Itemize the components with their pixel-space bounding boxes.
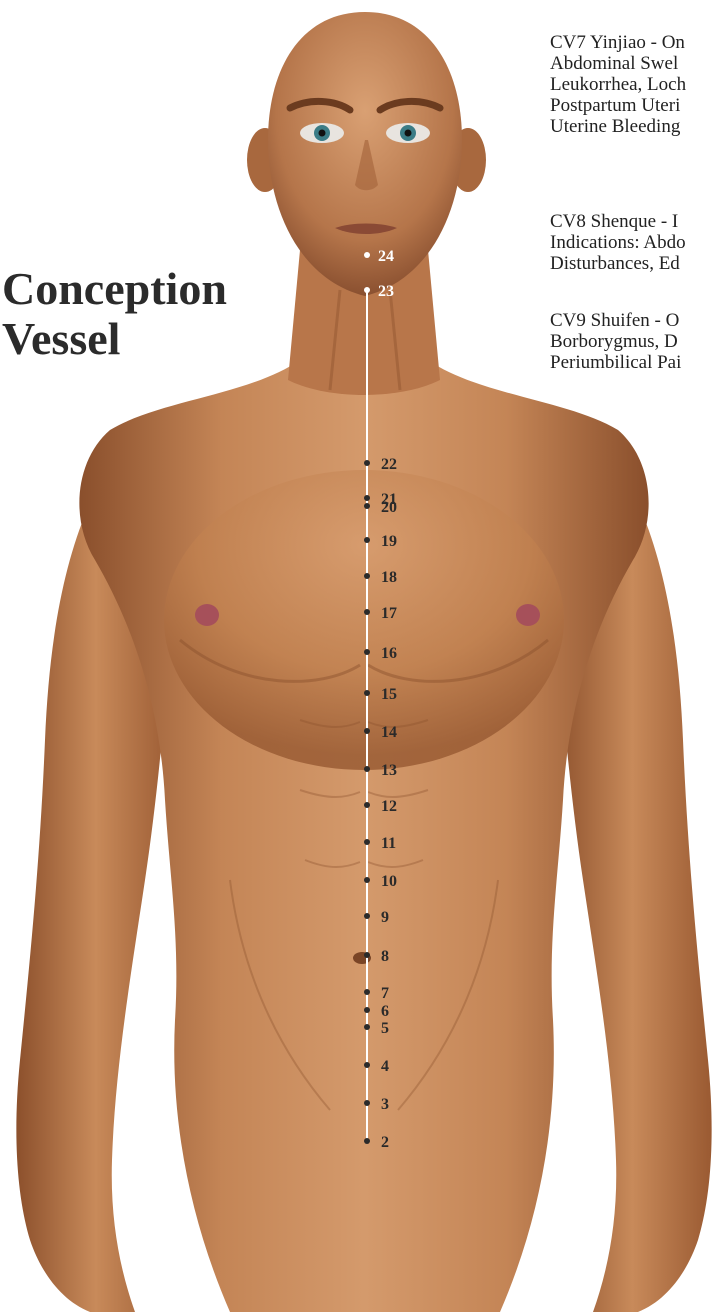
acupoint-cv13 [364, 766, 370, 772]
acupoint-label-cv11: 11 [381, 835, 396, 852]
left-nipple [195, 604, 219, 626]
acupoint-cv3 [364, 1100, 370, 1106]
acupoint-label-cv8: 8 [381, 948, 389, 965]
acupoint-cv22 [364, 460, 370, 466]
acupoint-cv11 [364, 839, 370, 845]
acupoint-cv12 [364, 802, 370, 808]
acupoint-cv10 [364, 877, 370, 883]
acupoint-label-cv14: 14 [381, 724, 397, 741]
acupoint-label-cv3: 3 [381, 1096, 389, 1113]
acupoint-label-cv12: 12 [381, 798, 397, 815]
acupoint-label-cv19: 19 [381, 533, 397, 550]
title-line-2: Vessel [2, 313, 120, 364]
acupoint-label-cv5: 5 [381, 1020, 389, 1037]
acupoint-label-cv15: 15 [381, 686, 397, 703]
acupoint-cv9 [364, 913, 370, 919]
acupoint-cv7 [364, 989, 370, 995]
description-cv9: CV9 Shuifen - O Borborygmus, D Periumbil… [550, 310, 681, 373]
acupoint-label-cv2: 2 [381, 1134, 389, 1151]
acupoint-label-cv23: 23 [378, 283, 394, 300]
description-cv8: CV8 Shenque - I Indications: Abdo Distur… [550, 211, 686, 274]
acupoint-label-cv4: 4 [381, 1058, 389, 1075]
acupoint-cv4 [364, 1062, 370, 1068]
acupoint-cv24 [364, 252, 370, 258]
acupoint-cv21 [364, 495, 370, 501]
acupoint-label-cv16: 16 [381, 645, 397, 662]
acupoint-cv15 [364, 690, 370, 696]
acupoint-label-cv20: 20 [381, 499, 397, 516]
acupoint-label-cv17: 17 [381, 605, 397, 622]
description-cv7: CV7 Yinjiao - On Abdominal Swel Leukorrh… [550, 32, 686, 137]
acupoint-cv5 [364, 1024, 370, 1030]
acupoint-cv16 [364, 649, 370, 655]
acupoint-label-cv13: 13 [381, 762, 397, 779]
acupoint-label-cv7: 7 [381, 985, 389, 1002]
acupoint-cv19 [364, 537, 370, 543]
acupoint-label-cv9: 9 [381, 909, 389, 926]
acupoint-cv6 [364, 1007, 370, 1013]
acupoint-cv14 [364, 728, 370, 734]
title-line-1: Conception [2, 263, 227, 314]
diagram-title: Conception Vessel [2, 264, 227, 364]
torso [79, 360, 648, 1312]
acupoint-label-cv18: 18 [381, 569, 397, 586]
acupoint-label-cv6: 6 [381, 1003, 389, 1020]
acupoint-label-cv22: 22 [381, 456, 397, 473]
acupoint-cv8 [364, 952, 370, 958]
acupoint-label-cv24: 24 [378, 248, 394, 265]
right-nipple [516, 604, 540, 626]
acupoint-cv20 [364, 503, 370, 509]
acupoint-label-cv10: 10 [381, 873, 397, 890]
acupoint-cv18 [364, 573, 370, 579]
acupoint-cv17 [364, 609, 370, 615]
acupoint-cv2 [364, 1138, 370, 1144]
acupoint-cv23 [364, 287, 370, 293]
